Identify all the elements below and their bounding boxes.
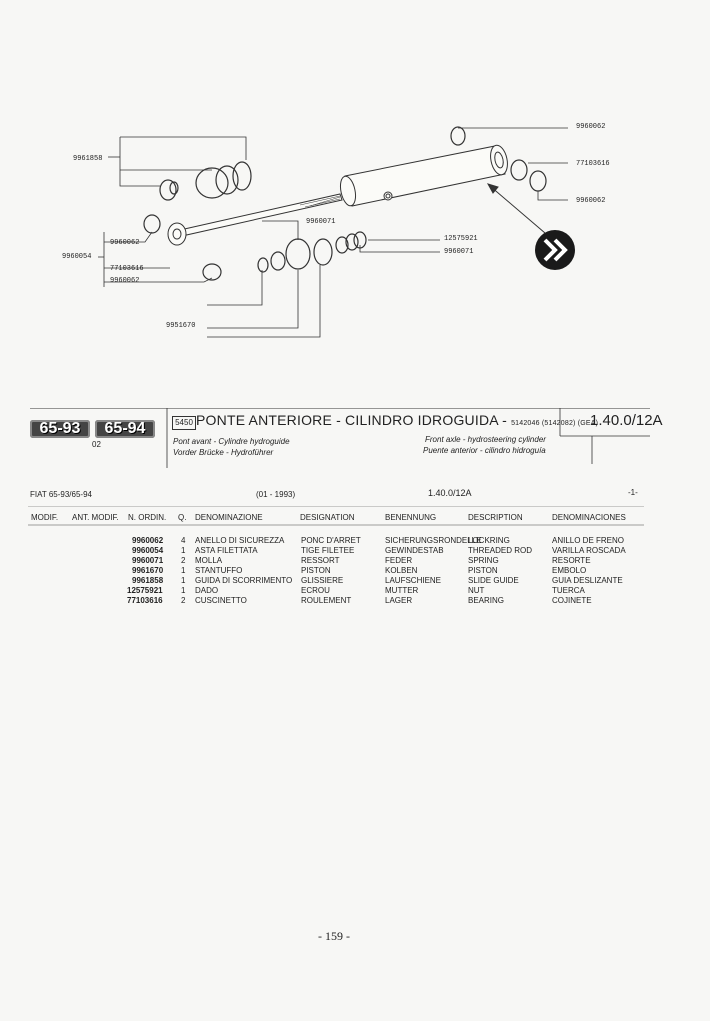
row-part-5: 12575921 [127, 586, 163, 595]
row-qty-1: 1 [181, 546, 186, 555]
model-badge-2: 65-94 [95, 420, 155, 438]
row-es-2: RESORTE [552, 556, 591, 565]
row-qty-5: 1 [181, 586, 186, 595]
col-qty: Q. [178, 513, 187, 522]
row-es-5: TUERCA [552, 586, 585, 595]
label-9961858: 9961858 [73, 155, 102, 163]
row-qty-3: 1 [181, 566, 186, 575]
label-77103616-right: 77103616 [576, 160, 610, 168]
row-en-6: BEARING [468, 596, 505, 605]
col-description: DESCRIPTION [468, 513, 523, 522]
label-9960071-mid: 9960071 [306, 218, 335, 226]
row-it-2: MOLLA [195, 556, 223, 565]
row-en-4: SLIDE GUIDE [468, 576, 519, 585]
label-9960062-top: 9960062 [576, 123, 605, 131]
rings [143, 126, 547, 281]
row-es-4: GUIA DESLIZANTE [552, 576, 623, 585]
col-n-ordin: N. ORDIN. [128, 513, 167, 522]
title-text: PONTE ANTERIORE - CILINDRO IDROGUIDA - [196, 412, 507, 428]
row-part-6: 77103616 [127, 596, 163, 605]
page-title: PONTE ANTERIORE - CILINDRO IDROGUIDA - 5… [196, 412, 598, 428]
logo-arrow [486, 183, 546, 234]
row-qty-2: 2 [181, 556, 186, 565]
label-9960071-right: 9960071 [444, 248, 473, 256]
leader-lines [98, 127, 568, 338]
title-ref: 5142046 (5142082) (GEA) [511, 420, 599, 427]
row-it-0: ANELLO DI SICUREZZA [195, 536, 285, 545]
col-modif: MODIF. [31, 513, 59, 522]
row-fr-5: ECROU [301, 586, 330, 595]
row-de-6: LAGER [385, 596, 413, 605]
page-marker: -1- [628, 488, 638, 497]
code-badge: 5450 [172, 416, 196, 430]
row-en-1: THREADED ROD [468, 546, 533, 555]
subtitle-fr: Pont avant - Cylindre hydroguide [173, 437, 290, 446]
model-sub: 02 [92, 440, 101, 449]
ref-number: 1.40.0/12A [590, 412, 663, 429]
row-es-0: ANILLO DE FRENO [552, 536, 625, 545]
row-it-4: GUIDA DI SCORRIMENTO [195, 576, 293, 585]
col-designation: DESIGNATION [300, 513, 355, 522]
row-part-0: 9960062 [132, 536, 164, 545]
row-en-0: LOCKRING [468, 536, 510, 545]
row-en-3: PISTON [468, 566, 498, 575]
row-es-3: EMBOLO [552, 566, 587, 575]
subtitle-de: Vorder Brücke - Hydroführer [173, 448, 274, 457]
row-de-5: MUTTER [385, 586, 419, 595]
manufacturer-logo [535, 230, 575, 270]
label-12575921: 12575921 [444, 235, 478, 243]
row-es-1: VARILLA ROSCADA [552, 546, 626, 555]
row-it-5: DADO [195, 586, 219, 595]
row-part-2: 9960071 [132, 556, 164, 565]
row-en-2: SPRING [468, 556, 499, 565]
row-qty-4: 1 [181, 576, 186, 585]
page-number: - 159 - [318, 929, 350, 943]
label-9960062-right: 9960062 [576, 197, 605, 205]
col-benennung: BENENNUNG [385, 513, 437, 522]
row-de-2: FEDER [385, 556, 413, 565]
subtitle-en: Front axle - hydrosteering cylinder [425, 435, 546, 444]
parts-diagram: 9960062 77103616 9960062 9961858 9960071… [62, 123, 610, 338]
table-date-range: (01 - 1993) [256, 490, 296, 499]
row-it-1: ASTA FILETTATA [195, 546, 258, 555]
row-de-4: LAUFSCHIENE [385, 576, 442, 585]
table-model: FIAT 65-93/65-94 [30, 490, 92, 499]
row-fr-1: TIGE FILETEE [301, 546, 355, 555]
col-denominaciones: DENOMINACIONES [552, 513, 626, 522]
table-ref: 1.40.0/12A [428, 488, 472, 498]
header-frame [30, 408, 650, 468]
row-es-6: COJINETE [552, 596, 592, 605]
col-denominazione: DENOMINAZIONE [195, 513, 263, 522]
row-part-4: 9961858 [132, 576, 164, 585]
subtitle-es: Puente anterior - cilindro hidroguía [423, 446, 546, 455]
col-ant-modif: ANT. MODIF. [72, 513, 119, 522]
row-it-3: STANTUFFO [195, 566, 243, 575]
cylinder-body [339, 144, 508, 207]
row-en-5: NUT [468, 586, 485, 595]
row-qty-6: 2 [181, 596, 186, 605]
row-it-6: CUSCINETTO [195, 596, 247, 605]
row-fr-4: GLISSIERE [301, 576, 344, 585]
label-9960054: 9960054 [62, 253, 91, 261]
threaded-rod [167, 193, 343, 246]
label-77103616-left: 77103616 [110, 265, 144, 273]
label-9960062-left: 9960062 [110, 239, 139, 247]
row-qty-0: 4 [181, 536, 186, 545]
row-de-0: SICHERUNGSRONDELLE [385, 536, 482, 545]
row-fr-0: PONC D'ARRET [301, 536, 361, 545]
row-part-1: 9960054 [132, 546, 164, 555]
row-fr-3: PISTON [301, 566, 331, 575]
row-fr-6: ROULEMENT [301, 596, 352, 605]
table-rules [28, 506, 644, 526]
row-de-3: KOLBEN [385, 566, 418, 575]
label-9951670: 9951670 [166, 322, 195, 330]
section-header: 65-93 65-94 02 5450 PONTE ANTERIORE - CI… [30, 408, 663, 468]
row-part-3: 9961670 [132, 566, 164, 575]
row-fr-2: RESSORT [301, 556, 340, 565]
label-9960062-left2: 9960062 [110, 277, 139, 285]
row-de-1: GEWINDESTAB [385, 546, 444, 555]
model-badge-1: 65-93 [30, 420, 90, 438]
